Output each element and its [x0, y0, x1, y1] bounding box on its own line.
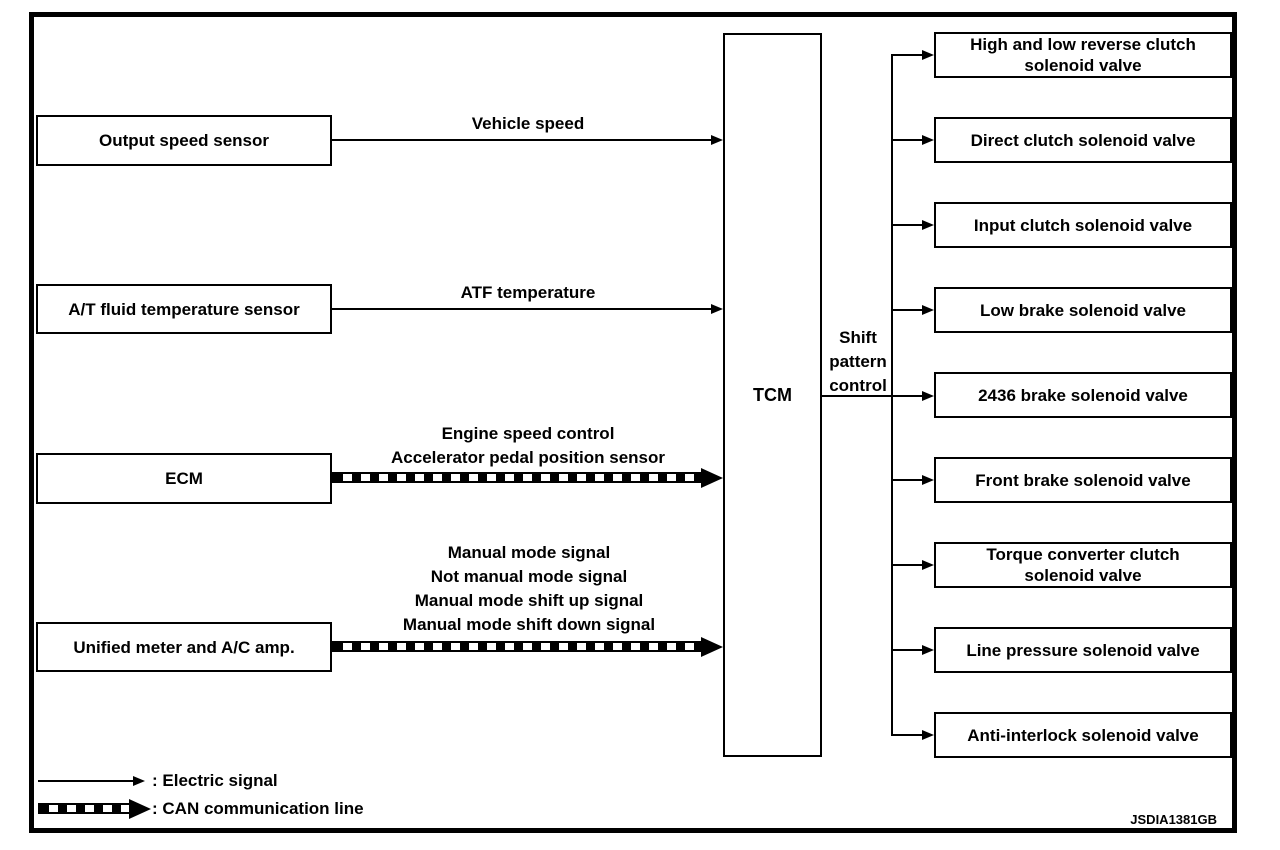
branch-arrowhead-3 — [922, 220, 934, 230]
branch-arrowhead-6 — [922, 475, 934, 485]
arrowhead-vehicle-speed — [711, 135, 723, 145]
box-high-low-reverse-clutch-solenoid-valve: High and low reverse clutch solenoid val… — [934, 32, 1232, 78]
legend-can-label: : CAN communication line — [152, 799, 364, 818]
box-tcm-label: TCM — [753, 384, 792, 405]
tcm-output-line — [820, 395, 892, 397]
arrowhead-atf-temperature — [711, 304, 723, 314]
box-low-brake-solenoid-valve-label: Low brake solenoid valve — [980, 300, 1186, 320]
signal-label-ecm: Engine speed control Accelerator pedal p… — [391, 424, 665, 467]
branch-line-3 — [891, 224, 923, 226]
legend-electric-arrowhead-icon — [133, 776, 145, 786]
box-front-brake-solenoid-valve-label: Front brake solenoid valve — [975, 470, 1191, 490]
box-direct-clutch-solenoid-valve-label: Direct clutch solenoid valve — [970, 130, 1196, 150]
box-direct-clutch-solenoid-valve: Direct clutch solenoid valve — [934, 117, 1232, 163]
branch-line-2 — [891, 139, 923, 141]
box-torque-converter-clutch-solenoid-valve: Torque converter clutch solenoid valve — [934, 542, 1232, 588]
box-unified-meter-ac-amp: Unified meter and A/C amp. — [36, 622, 332, 672]
box-input-clutch-solenoid-valve: Input clutch solenoid valve — [934, 202, 1232, 248]
branch-arrowhead-2 — [922, 135, 934, 145]
electric-line-atf-temperature — [332, 308, 712, 310]
can-line-unified-meter — [332, 641, 705, 652]
branch-line-5 — [891, 395, 923, 397]
box-at-fluid-temperature-sensor-label: A/T fluid temperature sensor — [68, 299, 300, 319]
branch-line-9 — [891, 734, 923, 736]
branch-line-6 — [891, 479, 923, 481]
box-output-speed-sensor-label: Output speed sensor — [98, 131, 270, 150]
legend-electric-line — [38, 780, 134, 782]
signal-label-unified-meter: Manual mode signal Not manual mode signa… — [402, 543, 656, 634]
arrowhead-can-unified-meter — [701, 637, 723, 657]
branch-arrowhead-9 — [922, 730, 934, 740]
figure-code: JSDIA1381GB — [1130, 812, 1217, 827]
box-high-low-reverse-clutch-solenoid-valve-label: High and low reverse clutch solenoid val… — [970, 35, 1196, 75]
box-ecm: ECM — [36, 453, 332, 504]
box-torque-converter-clutch-solenoid-valve-label: Torque converter clutch solenoid valve — [986, 545, 1180, 585]
box-front-brake-solenoid-valve: Front brake solenoid valve — [934, 457, 1232, 503]
shift-pattern-control-label: Shift pattern control — [829, 328, 887, 395]
branch-arrowhead-8 — [922, 645, 934, 655]
branch-line-8 — [891, 649, 923, 651]
branch-arrowhead-7 — [922, 560, 934, 570]
electric-line-vehicle-speed — [332, 139, 712, 141]
legend-electric-label: : Electric signal — [152, 771, 278, 790]
legend-can-line — [38, 803, 134, 814]
signal-label-atf-temperature: ATF temperature — [460, 283, 596, 302]
branch-arrowhead-5 — [922, 391, 934, 401]
box-ecm-label: ECM — [165, 469, 203, 488]
box-line-pressure-solenoid-valve-label: Line pressure solenoid valve — [966, 640, 1200, 660]
arrowhead-can-ecm — [701, 468, 723, 488]
branch-arrowhead-4 — [922, 305, 934, 315]
branch-line-7 — [891, 564, 923, 566]
box-anti-interlock-solenoid-valve-label: Anti-interlock solenoid valve — [967, 725, 1199, 745]
branch-line-4 — [891, 309, 923, 311]
box-tcm: TCM — [723, 33, 822, 757]
signal-label-vehicle-speed: Vehicle speed — [471, 114, 585, 133]
box-output-speed-sensor: Output speed sensor — [36, 115, 332, 166]
box-input-clutch-solenoid-valve-label: Input clutch solenoid valve — [973, 215, 1193, 235]
box-2436-brake-solenoid-valve-label: 2436 brake solenoid valve — [978, 385, 1188, 405]
box-at-fluid-temperature-sensor: A/T fluid temperature sensor — [36, 284, 332, 334]
legend-can-arrowhead-icon — [129, 799, 151, 819]
can-line-ecm — [332, 472, 705, 483]
box-anti-interlock-solenoid-valve: Anti-interlock solenoid valve — [934, 712, 1232, 758]
box-line-pressure-solenoid-valve: Line pressure solenoid valve — [934, 627, 1232, 673]
box-2436-brake-solenoid-valve: 2436 brake solenoid valve — [934, 372, 1232, 418]
box-unified-meter-ac-amp-label: Unified meter and A/C amp. — [73, 637, 295, 657]
branch-line-1 — [891, 54, 923, 56]
diagram-border — [29, 12, 1237, 833]
branch-arrowhead-1 — [922, 50, 934, 60]
box-low-brake-solenoid-valve: Low brake solenoid valve — [934, 287, 1232, 333]
